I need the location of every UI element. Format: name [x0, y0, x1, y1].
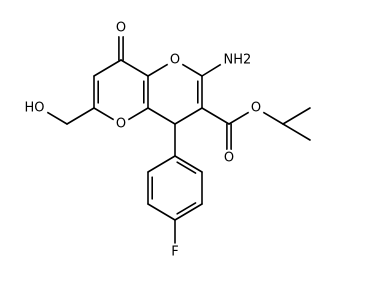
atom-a3: NH2: [219, 51, 252, 69]
atom-label-o: O: [224, 151, 234, 166]
atom-label-background: [247, 99, 265, 117]
bond-c7-c8: [174, 107, 203, 125]
bond-a6-c4: [127, 107, 149, 121]
atom-label-background: [112, 115, 130, 133]
atom-a5: O: [247, 99, 265, 117]
atom-a6: O: [112, 115, 130, 133]
atom-label-o: O: [251, 101, 261, 116]
bond-c16-c17: [174, 203, 203, 221]
atom-label-o: O: [116, 117, 126, 132]
bond-c10-c11: [282, 107, 311, 125]
atom-label-o: O: [170, 53, 180, 68]
bond-c1-c2: [93, 59, 122, 77]
bond-c17-c18: [147, 203, 176, 221]
atom-a4: O: [220, 149, 238, 167]
atom-a8: F: [166, 243, 184, 261]
bond-layer: [46, 35, 311, 245]
atom-label-background: [166, 243, 184, 261]
atom-label-background: [166, 51, 184, 69]
bond-c14-c15-inner: [176, 161, 197, 174]
bond-c5-c1: [120, 59, 149, 77]
bond-c3-a6: [93, 107, 115, 121]
atom-a1: O: [112, 19, 130, 37]
atom-a2: O: [166, 51, 184, 69]
bond-c10-c12: [282, 123, 311, 141]
bond-c3-c13: [66, 107, 95, 125]
bond-c16-c17-inner: [176, 202, 197, 215]
atom-label-background: [112, 19, 130, 37]
atom-label-background: [31, 99, 49, 117]
bond-c13-a7: [46, 111, 68, 125]
bond-c7-c9: [201, 107, 230, 125]
atom-label-background: [219, 51, 237, 69]
atom-a7: HO: [24, 99, 49, 117]
atom-label-f: F: [171, 245, 178, 260]
bond-a2-c6: [181, 63, 203, 77]
bond-c14-c15: [174, 155, 203, 173]
bond-c9-a5: [228, 111, 250, 125]
atom-label-o: O: [116, 21, 126, 36]
atom-label-background: [220, 149, 238, 167]
atom-label-n: NH2: [224, 53, 252, 68]
bond-c19-c14: [147, 155, 176, 173]
bond-a5-c10: [262, 111, 284, 125]
atom-label-o: HO: [24, 101, 44, 116]
bond-c8-c4: [147, 107, 176, 125]
bond-c5-a2: [147, 63, 169, 77]
bond-c6-a3: [201, 63, 222, 77]
